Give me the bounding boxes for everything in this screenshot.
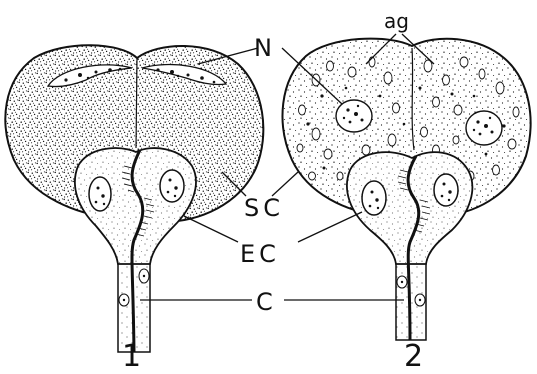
panel-2-ec-nucleus-right (434, 174, 458, 206)
panel-label-2: 2 (404, 339, 423, 374)
label-ag: ag (384, 9, 409, 33)
panel-2-ec-nucleus-left (362, 181, 386, 215)
label-n: N (254, 34, 272, 62)
panel-2-nucleus-right (466, 111, 502, 145)
label-sc: SC (244, 194, 284, 222)
label-ec: EC (240, 240, 280, 268)
panel-label-1: 1 (122, 339, 141, 374)
panel-1-ec-nucleus-right (160, 170, 184, 202)
panel-1-ec-nucleus-left (89, 177, 111, 211)
panel-1-cell (5, 45, 263, 352)
label-c: C (256, 288, 273, 316)
panel-2-nucleus-left (336, 100, 372, 132)
